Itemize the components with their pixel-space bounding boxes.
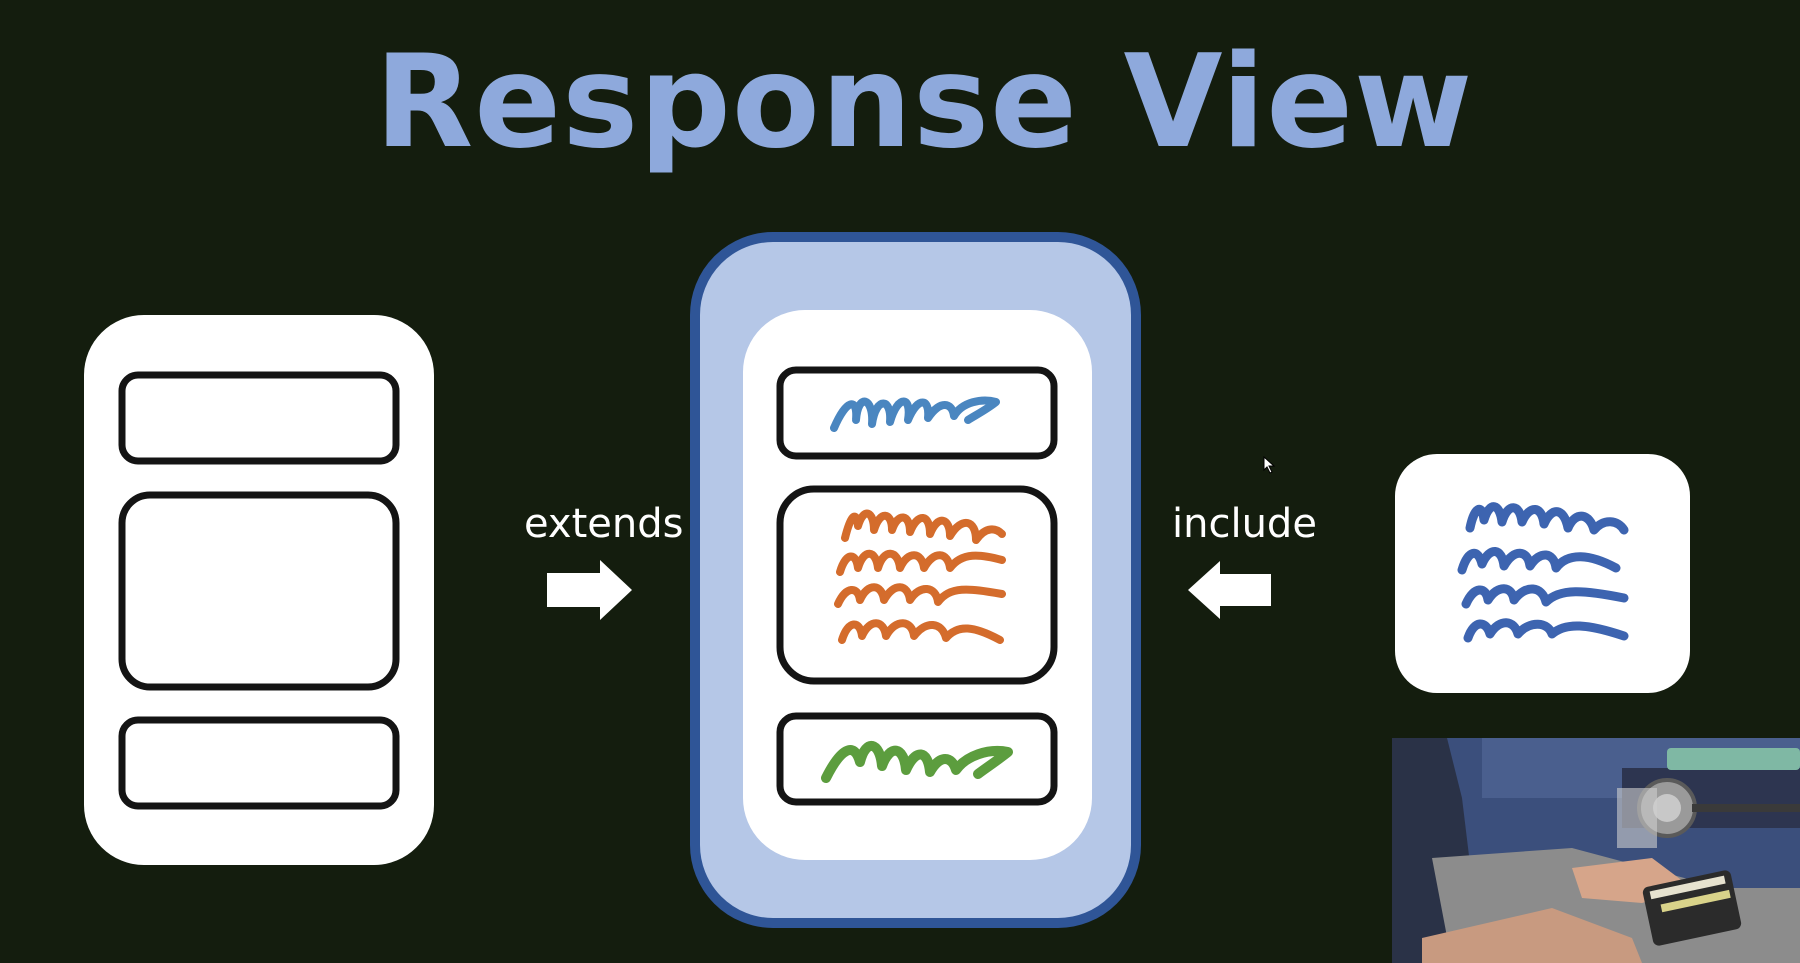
arrow-left-icon: [1188, 561, 1271, 619]
base-footer-slot: [118, 716, 400, 810]
partial-view-card: [1395, 454, 1690, 693]
slide-title: Response View: [374, 28, 1474, 177]
header-scribble: [830, 396, 1000, 432]
partial-view: [1395, 454, 1690, 693]
response-view-page: [743, 310, 1092, 860]
include-label: include: [1172, 501, 1317, 547]
mouse-cursor-icon: [1263, 456, 1276, 474]
response-content-slot: [776, 485, 1058, 685]
partial-scribble: [1457, 502, 1629, 643]
footer-scribble: [821, 741, 1013, 783]
response-header-slot: [776, 366, 1058, 460]
base-layout-template: [84, 315, 434, 865]
webcam-feed-image: [1392, 738, 1800, 963]
base-content-slot: [118, 491, 400, 691]
base-layout-card: [84, 315, 434, 865]
response-view: [690, 232, 1141, 928]
webcam-overlay: [1392, 738, 1800, 963]
base-header-slot: [118, 371, 400, 465]
content-scribble: [834, 509, 1006, 644]
arrow-right-icon: [547, 560, 632, 620]
response-footer-slot: [776, 712, 1058, 806]
extends-label: extends: [524, 501, 684, 547]
